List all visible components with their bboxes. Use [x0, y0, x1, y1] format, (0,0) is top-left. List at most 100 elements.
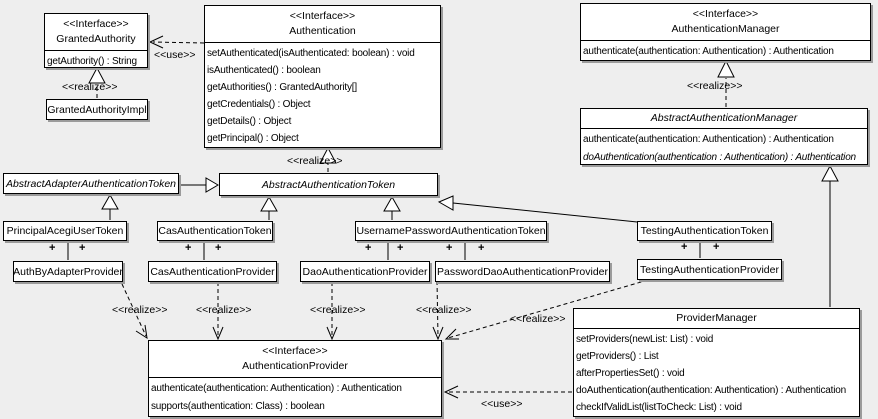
realize-label: <<realize>> [416, 304, 472, 316]
association-lines [67, 241, 701, 260]
method-row: authenticate(authentication: Authenticat… [151, 383, 402, 394]
class-name: CasAuthenticationProvider [150, 265, 275, 278]
method-row: authenticate(authentication: Authenticat… [583, 46, 834, 57]
realize-label: <<realize>> [196, 304, 252, 316]
stereotype-label: <<Interface>> [692, 8, 759, 20]
class-name: PrincipalAcegiUserToken [6, 225, 124, 237]
class-name: AbstractAuthenticationManager [650, 112, 798, 124]
stereotype-label: <<Interface>> [262, 345, 328, 357]
association-plus: + [478, 242, 485, 254]
realize-arrow-authbyadapterprovider [121, 283, 148, 340]
use-arrow-authentication-grantedauthority [148, 35, 205, 49]
realize-arrow-casauthenticationprovider [212, 282, 224, 341]
class-name: GrantedAuthority [56, 33, 136, 45]
realize-arrow-grantedauthorityimpl [88, 66, 106, 98]
realize-arrow-passworddaoprovider [432, 280, 444, 341]
class-title: <<Interface>> Authentication [205, 6, 440, 43]
class-name: TestingAuthenticationProvider [640, 263, 779, 276]
generalization-usernamepassword-token [383, 195, 401, 220]
method-row: getProviders() : List [576, 351, 659, 362]
association-plus: + [681, 241, 688, 253]
use-label: <<use>> [481, 398, 523, 410]
method-row: supports(authentication: Class) : boolea… [151, 401, 325, 412]
association-plus: + [713, 241, 720, 253]
method-row: checkIfValidList(listToCheck: List) : vo… [576, 402, 742, 413]
method-row: getCredentials() : Object [207, 99, 311, 110]
class-name: CasAuthenticationToken [158, 225, 272, 237]
class-title: <<Interface>> GrantedAuthority [45, 14, 147, 51]
class-name: GrantedAuthorityImpl [47, 103, 147, 116]
generalization-adapter-token [180, 177, 219, 193]
method-row: setProviders(newList: List) : void [576, 334, 714, 345]
association-plus: + [397, 242, 404, 254]
generalization-cas-token [260, 195, 278, 220]
class-dao-authentication-provider[interactable]: DaoAuthenticationProvider [300, 261, 430, 282]
class-auth-by-adapter-provider[interactable]: AuthByAdapterProvider [13, 261, 123, 282]
class-name: UsernamePasswordAuthenticationToken [356, 225, 546, 237]
realize-label: <<realize>> [310, 304, 366, 316]
method-row: setAuthenticated(isAuthenticated: boolea… [207, 48, 415, 59]
method-row: isAuthenticated() : boolean [207, 65, 321, 76]
method-row: getAuthorities() : GrantedAuthority[] [207, 82, 357, 93]
class-name: ProviderManager [676, 312, 757, 324]
association-plus: + [365, 242, 372, 254]
realize-label: <<realize>> [112, 304, 168, 316]
realize-arrow-daoauthenticationprovider [326, 282, 338, 341]
stereotype-label: <<Interface>> [63, 18, 129, 30]
class-provider-manager[interactable]: ProviderManager setProviders(newList: Li… [573, 308, 860, 417]
class-name: AuthByAdapterProvider [13, 265, 123, 278]
method-row: authenticate(authentication: Authenticat… [583, 134, 834, 145]
method-row: doAuthentication(authentication: Authent… [576, 385, 846, 396]
stereotype-label: <<Interface>> [289, 10, 356, 22]
method-row: doAuthentication(authentication : Authen… [583, 152, 856, 163]
method-row: getAuthority() : String [47, 56, 137, 67]
class-authentication[interactable]: <<Interface>> Authentication setAuthenti… [204, 5, 441, 148]
class-name: AbstractAuthenticationToken [261, 178, 396, 191]
generalization-principal-token [101, 193, 119, 220]
class-cas-authentication-token[interactable]: CasAuthenticationToken [157, 221, 273, 241]
realize-label: <<realize>> [287, 155, 343, 167]
class-authentication-provider[interactable]: <<Interface>> AuthenticationProvider aut… [148, 340, 442, 417]
use-label: <<use>> [154, 49, 196, 61]
class-cas-authentication-provider[interactable]: CasAuthenticationProvider [148, 261, 277, 282]
class-abstract-authentication-token[interactable]: AbstractAuthenticationToken [219, 173, 438, 196]
class-name: Authentication [289, 25, 356, 37]
generalization-testing-token [437, 195, 638, 223]
realize-label: <<realize>> [687, 80, 743, 92]
association-plus: + [446, 242, 453, 254]
class-name: AuthenticationManager [671, 23, 780, 35]
class-name: PasswordDaoAuthenticationProvider [436, 265, 608, 278]
class-name: AbstractAdapterAuthenticationToken [5, 177, 177, 190]
class-password-dao-authentication-provider[interactable]: PasswordDaoAuthenticationProvider [435, 261, 610, 282]
realize-arrow-abstractauthenticationmanager [717, 59, 735, 107]
class-granted-authority-impl[interactable]: GrantedAuthorityImpl [46, 99, 148, 120]
realize-label: <<realize>> [510, 313, 566, 325]
class-principal-acegi-user-token[interactable]: PrincipalAcegiUserToken [3, 221, 127, 241]
class-authentication-manager[interactable]: <<Interface>> AuthenticationManager auth… [580, 3, 871, 61]
class-title: <<Interface>> AuthenticationManager [581, 4, 870, 41]
realize-label: <<realize>> [62, 81, 118, 93]
class-title: ProviderManager [574, 309, 859, 329]
generalization-providermanager [821, 164, 839, 307]
class-abstract-authentication-manager[interactable]: AbstractAuthenticationManager authentica… [580, 108, 868, 165]
class-testing-authentication-provider[interactable]: TestingAuthenticationProvider [637, 259, 782, 280]
method-row: afterPropertiesSet() : void [576, 368, 685, 379]
class-abstract-adapter-authentication-token[interactable]: AbstractAdapterAuthenticationToken [3, 173, 179, 194]
method-row: getDetails() : Object [207, 116, 292, 127]
realize-arrow-testingprovider [444, 279, 649, 340]
class-title: <<Interface>> AuthenticationProvider [149, 341, 441, 378]
use-arrow-providermanager [443, 385, 572, 399]
class-granted-authority[interactable]: <<Interface>> GrantedAuthority getAuthor… [44, 13, 148, 68]
class-name: DaoAuthenticationProvider [302, 265, 428, 278]
method-row: getPrincipal() : Object [207, 133, 299, 144]
class-name: TestingAuthenticationToken [640, 225, 769, 237]
class-username-password-authentication-token[interactable]: UsernamePasswordAuthenticationToken [355, 221, 547, 241]
class-title: AbstractAuthenticationManager [581, 109, 867, 129]
association-plus: + [185, 242, 192, 254]
realize-arrow-abstractauthenticationtoken [319, 146, 337, 172]
association-plus: + [215, 242, 222, 254]
class-testing-authentication-token[interactable]: TestingAuthenticationToken [637, 221, 772, 241]
class-name: AuthenticationProvider [242, 360, 348, 372]
